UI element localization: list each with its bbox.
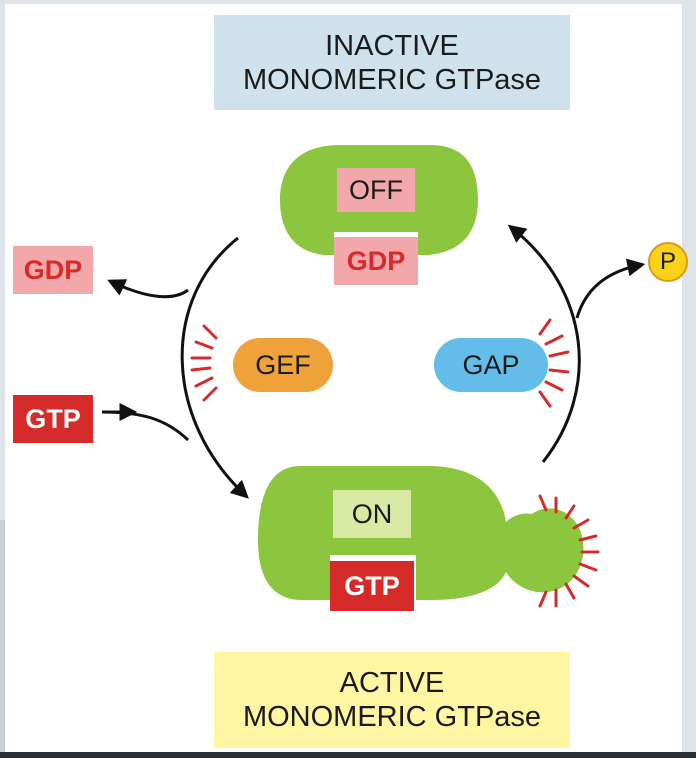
released-gdp-label: GDP xyxy=(13,246,93,294)
gdp-release-arrow xyxy=(107,279,189,299)
active-title-line1: ACTIVE xyxy=(339,667,445,699)
frame-bottom xyxy=(0,752,696,758)
gef-sparks xyxy=(190,324,218,402)
gap-pill: GAP xyxy=(434,338,548,392)
gap-sparks xyxy=(538,318,570,408)
on-label: ON xyxy=(333,490,411,538)
active-sparks xyxy=(538,494,600,608)
active-title-box: ACTIVE MONOMERIC GTPase xyxy=(214,652,570,748)
gef-pill: GEF xyxy=(233,338,333,392)
frame-left xyxy=(0,0,5,758)
gtp-entry-arrow xyxy=(101,410,190,442)
frame-right xyxy=(682,0,696,758)
phosphate-circle: P xyxy=(648,242,688,282)
active-title-line2: MONOMERIC GTPase xyxy=(242,701,542,733)
incoming-gtp-label: GTP xyxy=(13,395,93,443)
frame-left-lower xyxy=(0,520,5,758)
inactive-title-line1: INACTIVE xyxy=(325,29,459,62)
active-protein-shape xyxy=(258,466,584,600)
inactive-title-line2: MONOMERIC GTPase xyxy=(242,63,542,96)
bound-gdp-label: GDP xyxy=(334,237,418,285)
frame-top xyxy=(0,0,696,4)
phosphate-release-arrow xyxy=(575,258,646,319)
bound-gtp-label: GTP xyxy=(330,561,414,611)
gef-arrow-arc xyxy=(180,236,249,499)
gap-arrow-arc xyxy=(507,224,581,463)
inactive-title-box: INACTIVE MONOMERIC GTPase xyxy=(214,15,570,110)
off-label: OFF xyxy=(337,168,415,212)
